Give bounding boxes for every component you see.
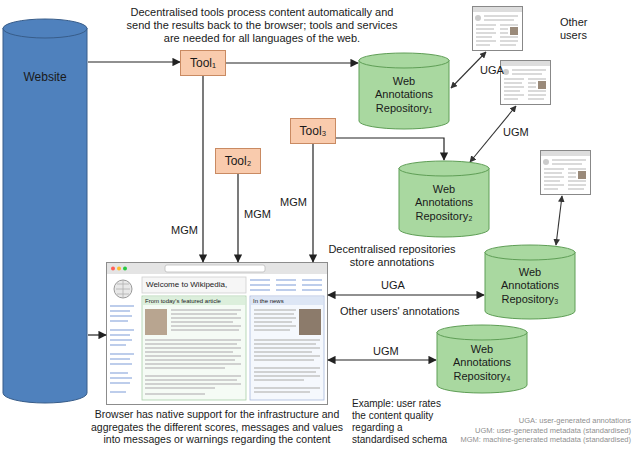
intro-note: Decentralised tools process content auto…: [121, 6, 403, 45]
user-screenshot: [541, 151, 591, 195]
repository-note: Decentralised repositories store annotat…: [322, 243, 462, 269]
cylinder-body: [399, 168, 489, 237]
cylinder-top: [359, 53, 449, 68]
connector: [202, 76, 203, 262]
edge-label: MGM: [243, 208, 272, 221]
sidebar-links: [110, 306, 134, 392]
featured-band: [143, 297, 245, 305]
featured-photo: [145, 309, 167, 335]
connector: [88, 334, 106, 335]
node-label: Web Annotations Repository₂: [410, 183, 478, 223]
featured-panel: [142, 296, 246, 400]
edge-label: MGM: [170, 224, 199, 237]
repository-cylinder: Web Annotations Repository₁: [358, 52, 450, 130]
news-text-lines: [254, 310, 320, 392]
browser-frame: [107, 263, 328, 405]
user-link: [556, 196, 562, 245]
cylinder-top: [485, 245, 575, 260]
cylinder-body: [485, 252, 575, 319]
annotation-note: Other users' annotations: [340, 305, 460, 318]
connector: [88, 61, 180, 62]
window-button: [117, 267, 121, 271]
edge-label: UGM: [372, 345, 400, 358]
repository-cylinder: Web Annotations Repository₂: [398, 160, 490, 238]
welcome-box: [142, 277, 246, 293]
edge-label: MGM: [279, 196, 308, 209]
browser-toolbar: [107, 263, 327, 274]
cylinder-top: [437, 325, 527, 340]
node-label: Web Annotations Repository₁: [370, 75, 438, 115]
flow-label: UGA: [480, 64, 504, 77]
node-label: Web Annotations Repository₄: [448, 343, 516, 383]
connector: [328, 294, 484, 295]
user-screenshot: [501, 61, 551, 105]
wiki-globe: [114, 280, 132, 298]
cylinder-body: [3, 28, 87, 403]
browser-illustration: [107, 263, 328, 405]
node-label: Web Annotations Repository₃: [496, 266, 564, 306]
window-button: [123, 267, 127, 271]
cylinder-body: [437, 332, 527, 393]
abbreviation-key: UGM: user-generated metadata (standardis…: [475, 426, 631, 436]
example-note: Example: user rates the content quality …: [352, 398, 456, 446]
tool-box: Tool₃: [290, 118, 336, 144]
user-screenshot: [473, 7, 523, 51]
connector: [312, 144, 313, 262]
portal-links: [250, 280, 322, 290]
connector: [237, 174, 238, 262]
connector: [336, 138, 444, 160]
node-label: Tool₃: [300, 124, 327, 138]
repository-cylinder: Web Annotations Repository₄: [436, 324, 528, 394]
tool-box: Tool₂: [215, 148, 261, 174]
node-label: Tool₁: [190, 56, 216, 70]
connector: [226, 62, 358, 63]
flow-label: UGM: [503, 126, 529, 139]
website-cylinder: Website: [2, 18, 88, 404]
node-label: Website: [23, 70, 66, 84]
edge-label: UGA: [380, 279, 406, 292]
cylinder-body: [359, 60, 449, 129]
browser-caption: Browser has native support for the infra…: [86, 408, 348, 446]
featured-text-lines: [145, 310, 241, 394]
tool-box: Tool₁: [180, 50, 226, 76]
connector: [328, 359, 436, 360]
news-photo: [299, 309, 321, 335]
node-label: Tool₂: [225, 154, 252, 168]
page-section-title: In the news: [253, 298, 284, 305]
repository-cylinder: Web Annotations Repository₃: [484, 244, 576, 320]
window-button: [111, 267, 115, 271]
other-users-note: Other users: [560, 16, 605, 42]
abbreviation-key: UGA: user-generated annotations: [519, 416, 631, 426]
globe-lines: [116, 280, 130, 298]
cylinder-top: [3, 19, 87, 38]
page-heading: Welcome to Wikipedia,: [146, 280, 227, 290]
news-panel: [250, 296, 324, 400]
page-section-title: From today's featured article: [145, 298, 221, 305]
news-band: [251, 297, 323, 305]
address-bar: [165, 265, 265, 272]
abbreviation-key: MGM: machine-generated metadata (standar…: [460, 435, 631, 445]
cylinder-top: [399, 161, 489, 176]
